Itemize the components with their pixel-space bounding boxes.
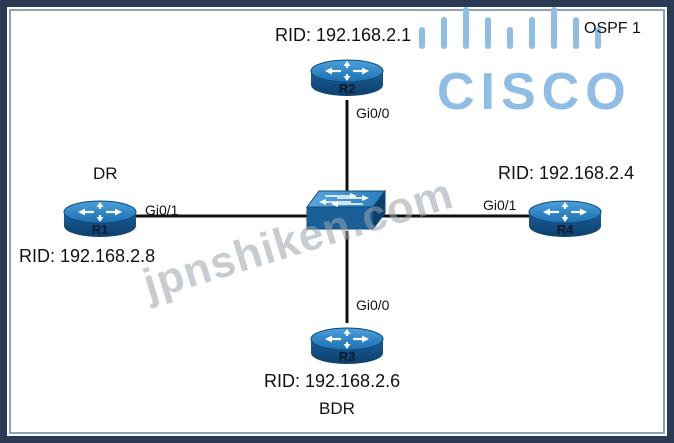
r2-router-id: RID: 192.168.2.1 [275, 25, 411, 45]
router-r2[interactable]: R2 [309, 58, 385, 98]
r3-role-label: BDR [319, 399, 355, 418]
r3-router-id: RID: 192.168.2.6 [264, 371, 400, 391]
watermark: jpnshiken.com [137, 169, 459, 310]
r2-interface-label: Gi0/0 [356, 105, 390, 121]
network-diagram: CISCO OSPF 1 R2 RID: 192.168.2.1 Gi0/0 R… [19, 7, 641, 418]
r1-interface-label: Gi0/1 [145, 202, 179, 218]
switch-icon[interactable] [306, 189, 386, 231]
cisco-logo: CISCO [419, 7, 632, 121]
router-r4[interactable]: R4 [527, 199, 603, 239]
router-name: R3 [339, 349, 356, 364]
router-r3[interactable]: R3 [309, 326, 385, 366]
r4-router-id: RID: 192.168.2.4 [498, 163, 634, 183]
r1-role-label: DR [93, 164, 118, 183]
ospf-area-label: OSPF 1 [584, 20, 641, 37]
router-name: R4 [557, 222, 574, 237]
r3-interface-label: Gi0/0 [356, 297, 390, 313]
logo-wordmark: CISCO [437, 63, 632, 121]
router-r1[interactable]: R1 [62, 199, 138, 239]
r4-interface-label: Gi0/1 [483, 197, 517, 213]
router-name: R1 [92, 222, 109, 237]
r1-router-id: RID: 192.168.2.8 [19, 246, 155, 266]
links [136, 100, 537, 323]
router-name: R2 [339, 81, 356, 96]
